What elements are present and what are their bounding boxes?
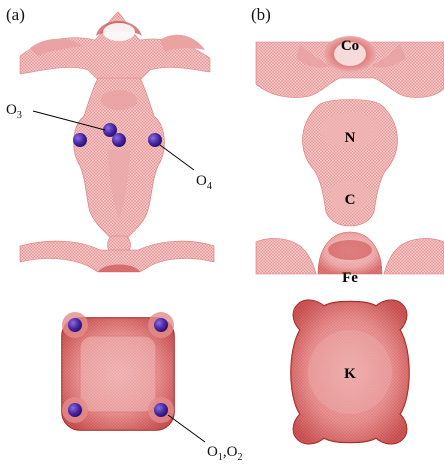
- fe-label: Fe: [342, 270, 358, 286]
- oxygen-atom: [112, 133, 126, 147]
- c-label: C: [345, 192, 356, 208]
- k-label: K: [344, 366, 356, 382]
- n-label: N: [345, 130, 356, 146]
- oxygen-atom: [154, 318, 168, 332]
- panel-b-label: (b): [251, 5, 271, 24]
- oxygen-atom: [154, 403, 168, 417]
- o4-leader-line: [160, 145, 194, 170]
- co-label: Co: [341, 38, 359, 54]
- panel-b: (b) Co N: [251, 5, 444, 444]
- oxygen-atom: [73, 133, 87, 147]
- oxygen-atom: [68, 318, 82, 332]
- panel-a-central-isosurface: [74, 78, 165, 254]
- panel-a-label: (a): [6, 5, 25, 24]
- panel-a: (a) O3: [6, 5, 242, 463]
- o1-o2-label: O1,O2: [207, 444, 242, 463]
- panel-b-fe-isosurface: [256, 232, 444, 274]
- oxygen-atom: [68, 403, 82, 417]
- panel-a-top-isosurface: [20, 12, 210, 80]
- oxygen-atom: [148, 133, 162, 147]
- o1-o2-leader-line: [168, 415, 205, 442]
- o3-label: O3: [6, 102, 22, 121]
- o4-label: O4: [196, 173, 212, 192]
